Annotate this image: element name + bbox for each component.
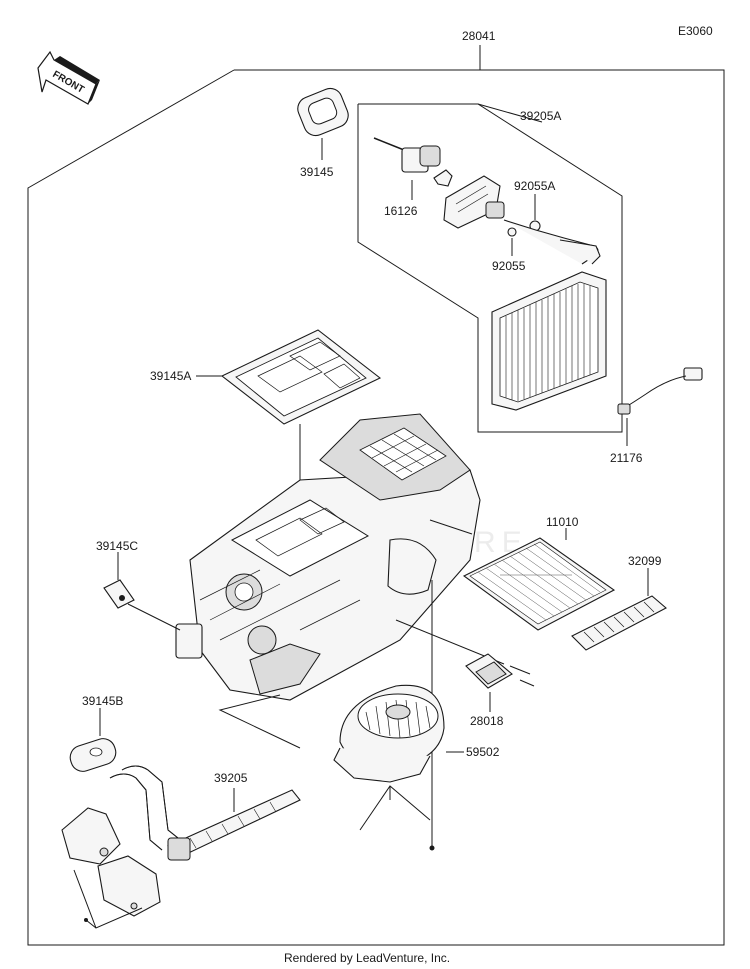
assembly-outline [27,45,725,946]
filter-11010 [462,528,616,631]
heater-core-39205 [109,765,301,861]
evaporator-core [491,271,607,411]
label-92055A: 92055A [514,179,555,193]
expansion-valve [443,175,601,265]
label-39145C: 39145C [96,539,138,553]
label-39145: 39145 [300,165,334,179]
label-39145A: 39145A [150,369,191,383]
label-16126: 16126 [384,204,418,218]
label-39145B: 39145B [82,694,123,708]
label-59502: 59502 [466,745,500,759]
duct-bracket [61,807,161,929]
cover-32099 [571,568,667,651]
label-21176: 21176 [610,451,643,465]
hvac-housing [175,413,481,701]
pad-39145C [103,552,135,609]
front-arrow-icon: FRONT [37,50,100,105]
pad-39145B [69,708,117,772]
resistor-28018 [465,653,535,712]
label-39205A: 39205A [520,109,561,123]
thermistor-21176 [617,367,703,446]
label-39205: 39205 [214,771,248,785]
footer-credit: Rendered by LeadVenture, Inc. [284,951,450,965]
evaporator-group-outline [357,103,623,433]
sensor-16126 [373,137,453,200]
label-11010: 11010 [546,515,579,529]
label-28018: 28018 [470,714,504,728]
blower-59502 [333,684,464,851]
diagram-ref: E3060 [678,24,713,38]
label-92055: 92055 [492,259,526,273]
seal-39145 [297,87,349,160]
label-32099: 32099 [628,554,662,568]
label-28041: 28041 [462,29,496,43]
